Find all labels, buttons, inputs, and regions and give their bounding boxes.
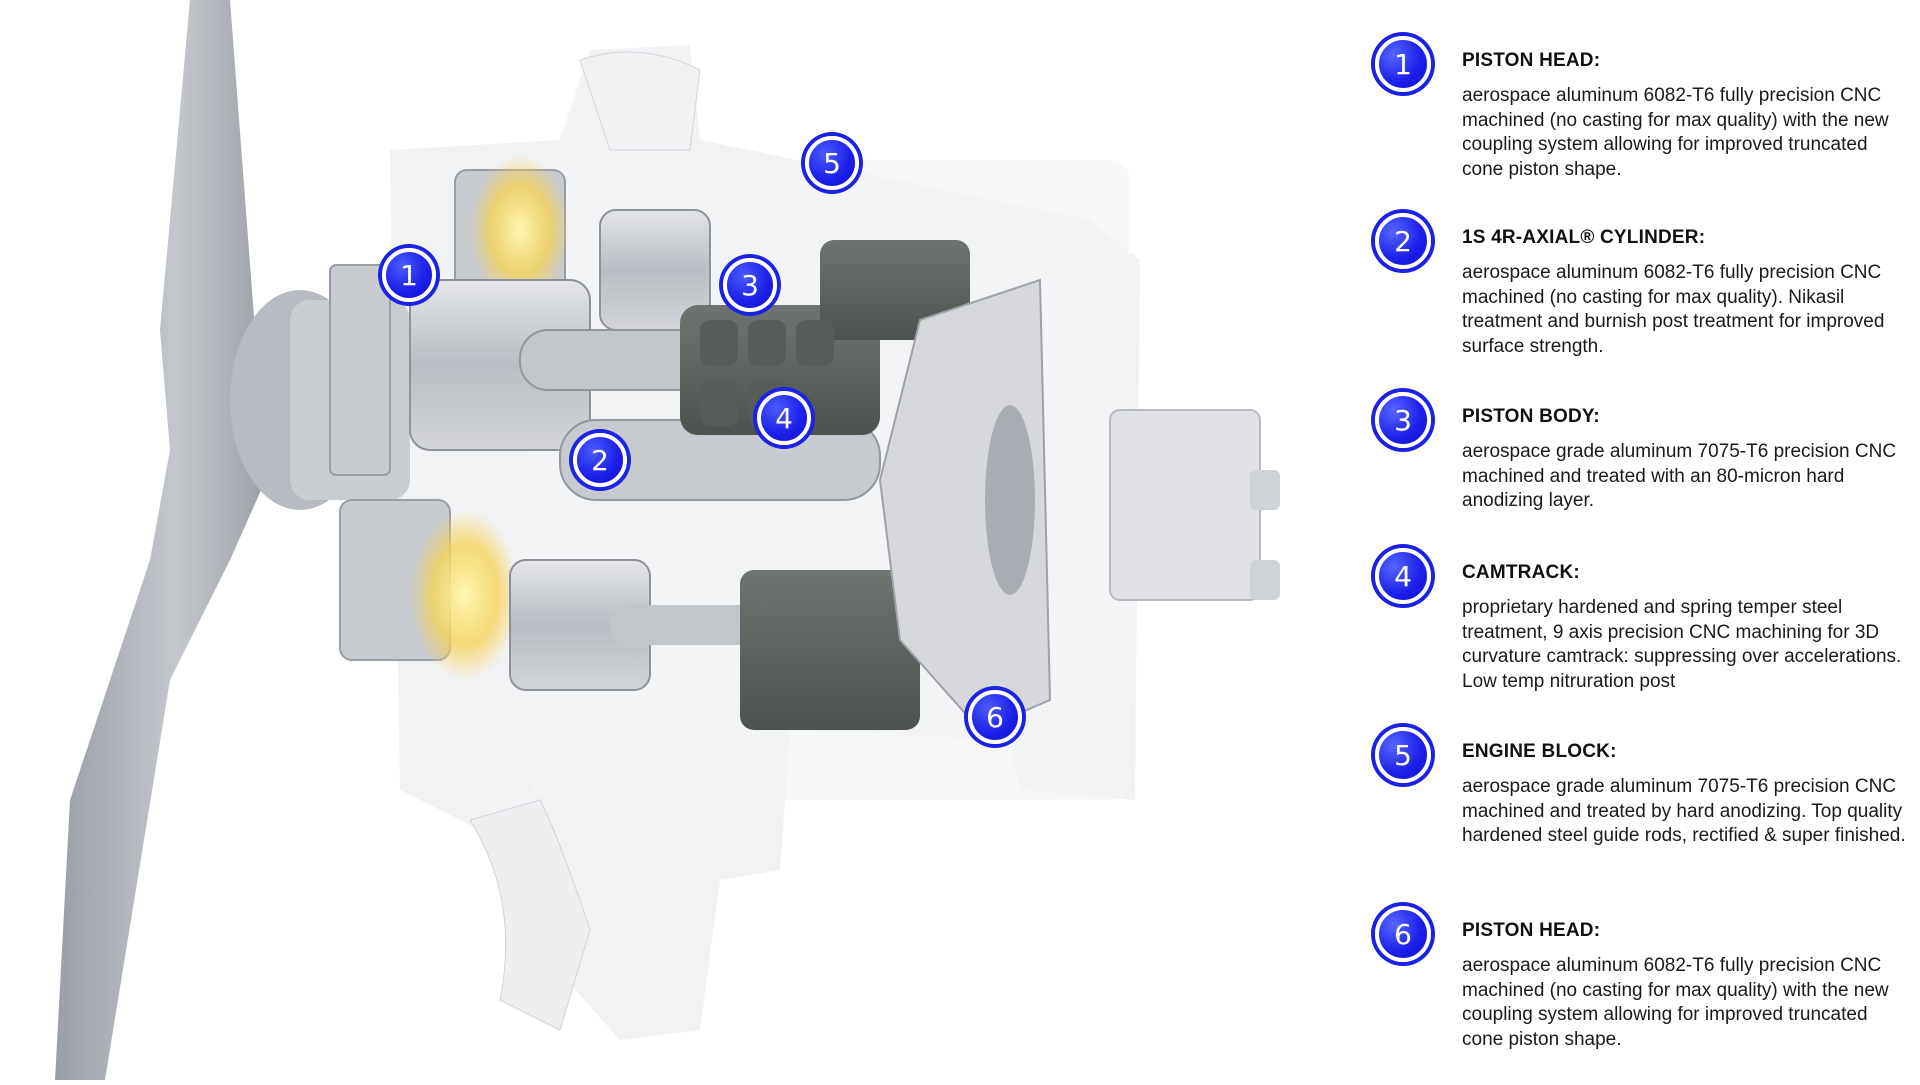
number-badge: 1 [1375, 36, 1431, 92]
engine-illustration [55, 0, 1280, 1080]
number-badge: 6 [1375, 906, 1431, 962]
part-title: PISTON HEAD: [1462, 50, 1601, 71]
part-description: aerospace grade aluminum 7075-T6 precisi… [1462, 776, 1906, 846]
part-title: PISTON HEAD: [1462, 920, 1601, 941]
part-description: aerospace aluminum 6082-T6 fully precisi… [1462, 85, 1889, 180]
part-description: aerospace grade aluminum 7075-T6 precisi… [1462, 441, 1897, 511]
callout-badge-2: 2 [573, 433, 627, 487]
callout-badge-5: 5 [805, 136, 859, 190]
number-badge: 5 [1375, 727, 1431, 783]
parts-legend: 1 PISTON HEAD: aerospace aluminum 6082-T… [1370, 0, 1920, 1080]
part-title: ENGINE BLOCK: [1462, 741, 1617, 762]
callout-badge-6: 6 [968, 690, 1022, 744]
number-badge: 4 [1375, 548, 1431, 604]
callout-badge-1: 1 [382, 248, 436, 302]
engine-cutaway-figure: 1 2 3 4 5 6 [55, 0, 1280, 1080]
part-description: proprietary hardened and spring temper s… [1462, 597, 1902, 692]
number-badge: 2 [1375, 213, 1431, 269]
callout-badge-4: 4 [757, 391, 811, 445]
part-title: CAMTRACK: [1462, 562, 1580, 583]
part-description: aerospace aluminum 6082-T6 fully precisi… [1462, 955, 1889, 1050]
part-title: 1S 4R-AXIAL® CYLINDER: [1462, 227, 1706, 248]
number-badge: 3 [1375, 392, 1431, 448]
callout-badge-3: 3 [723, 258, 777, 312]
part-description: aerospace aluminum 6082-T6 fully precisi… [1462, 262, 1885, 357]
part-title: PISTON BODY: [1462, 406, 1600, 427]
